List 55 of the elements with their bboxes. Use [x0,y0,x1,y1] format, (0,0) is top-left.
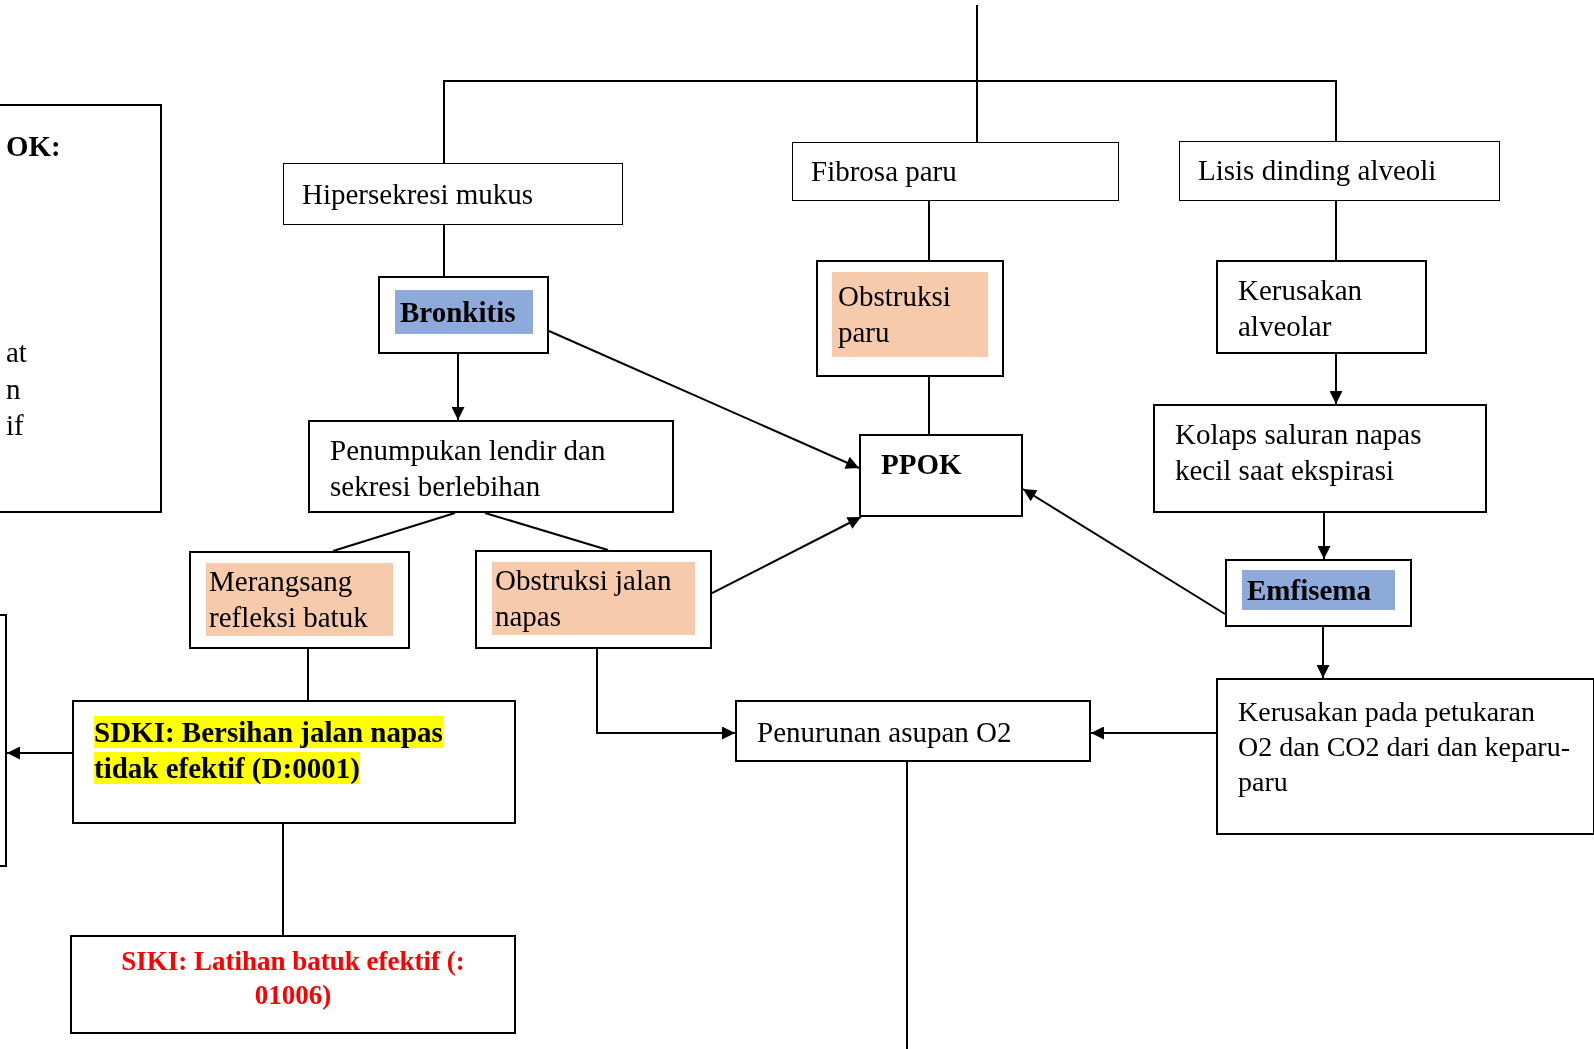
node-text: PPOK [881,447,962,482]
arrow [1090,726,1217,740]
process-box [735,700,1091,762]
process-box [1225,559,1412,627]
connector-line [976,4,1337,142]
connector-line [928,376,930,435]
node-text: Fibrosa paru [811,154,957,189]
process-box [859,434,1023,517]
node-text: Kerusakan alveolar [1238,273,1363,345]
node-text: Kerusakan pada petukaran O2 dan CO2 dari dan keparu-paru [1238,695,1571,799]
node-text: at n if [5,335,28,443]
node-text: Kolaps saluran napas kecil saat ekspirasi [1175,417,1423,489]
process-box [816,260,1004,377]
process-box [1153,404,1487,513]
process-box [1216,678,1594,835]
connector-line [332,512,456,552]
process-box [475,550,712,649]
arrow [711,516,862,595]
process-box [1216,260,1427,354]
arrow [1317,512,1331,560]
node-text: Lisis dinding alveoli [1198,153,1437,188]
node-text: OK: [5,129,61,164]
arrow [1316,626,1330,679]
process-box [1179,141,1500,201]
node-text: Hipersekresi mukus [302,177,534,212]
highlighted-label: Merangsang refleksi batuk [206,563,393,636]
connector-line [484,512,609,551]
diagnosis-box [72,700,516,824]
process-box [792,142,1119,201]
highlighted-label: Bronkitis [395,290,533,335]
highlighted-label: Obstruksi paru [832,272,988,357]
note-box [0,104,162,513]
connector-line [443,224,445,277]
connector-line [282,823,284,936]
intervention-box [70,935,516,1034]
arrow [1022,488,1226,615]
process-box [189,551,410,649]
connector-line [906,761,908,1049]
connector-line [1335,200,1337,261]
process-box [308,420,674,513]
arrow [451,353,465,421]
arrow [1329,353,1343,405]
node-text: Penumpukan lendir dan sekresi berlebihan [330,433,607,505]
highlighted-label: Emfisema [1242,570,1395,611]
arrow [596,648,736,740]
connector-line [928,200,930,261]
process-box [378,276,549,354]
node-text: SIKI: Latihan batuk efektif (: 01006) [120,945,466,1012]
highlighted-label: Obstruksi jalan napas [492,562,695,635]
arrow [6,746,73,760]
node-text: SDKI: Bersihan jalan napas tidak efektif (D:0001) [94,715,444,787]
connector-line [307,648,309,701]
arrow [548,330,860,469]
process-box [283,163,623,225]
node-text: Penurunan asupan O2 [757,715,1012,750]
